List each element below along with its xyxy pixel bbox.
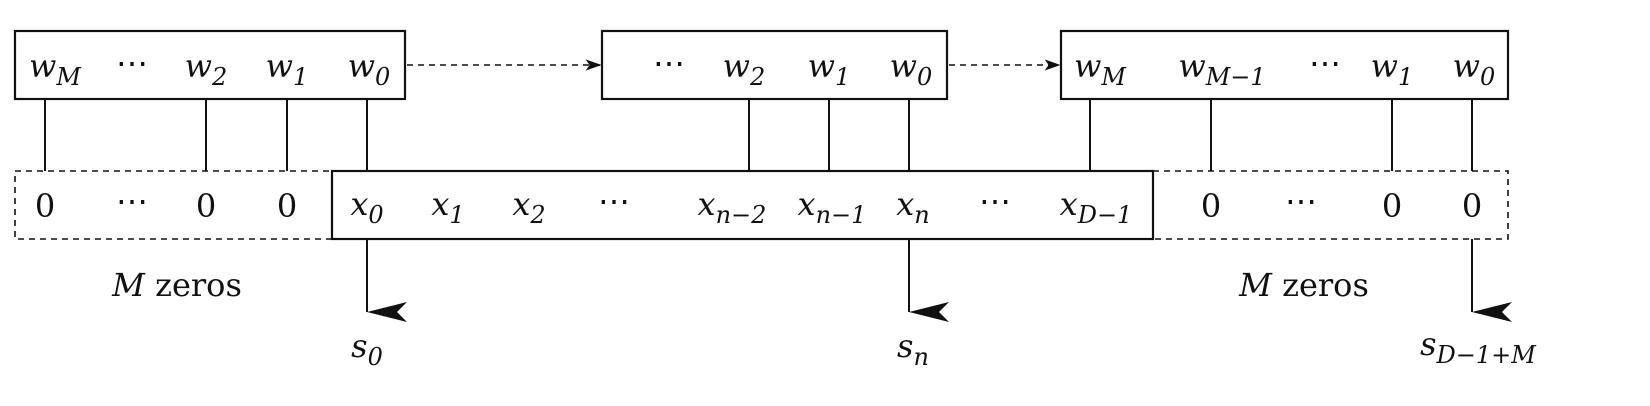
coef-label: w1: [1371, 47, 1414, 91]
zero-label: 0: [1382, 187, 1402, 225]
zero-label: 0: [35, 187, 55, 225]
coef-label: w1: [808, 47, 851, 91]
coef-label: wM: [29, 47, 82, 91]
coef-label: w1: [266, 47, 309, 91]
left-padding-labels: 0 ⋯ 0 0: [35, 182, 297, 225]
filter-box-start: [13, 29, 407, 101]
connectors: [44, 99, 1473, 171]
right-zeros-label: M zeros: [1238, 266, 1369, 304]
ellipsis: ⋯: [979, 182, 1011, 220]
ellipsis: ⋯: [116, 182, 148, 220]
ellipsis: ⋯: [116, 44, 148, 82]
left-padding-box: [14, 170, 333, 240]
ellipsis: ⋯: [1285, 182, 1317, 220]
output-label: sD−1+M: [1420, 325, 1537, 369]
left-zeros-label: M zeros: [111, 266, 242, 304]
filter-middle-labels: ⋯ w2 w1 w0: [653, 44, 932, 91]
filter-start-labels: wM ⋯ w2 w1 w0: [29, 44, 390, 91]
coef-label: w0: [890, 47, 933, 91]
filter-box-end: [1059, 29, 1510, 101]
zero-label: 0: [277, 187, 297, 225]
coef-label: wM: [1074, 47, 1127, 91]
signal-sample: xD−1: [1060, 185, 1133, 229]
signal-sample: xn: [896, 185, 930, 229]
right-padding-box: [1152, 170, 1509, 240]
ellipsis: ⋯: [653, 44, 685, 82]
ellipsis: ⋯: [1309, 44, 1341, 82]
output-label: sn: [897, 327, 929, 371]
right-padding-labels: 0 ⋯ 0 0: [1201, 182, 1482, 225]
zero-label: 0: [1462, 187, 1482, 225]
filter-box-middle: [600, 29, 949, 101]
zero-label: 0: [1201, 187, 1221, 225]
output-label: s0: [351, 327, 383, 371]
coef-label: w0: [348, 47, 391, 91]
coef-label: w2: [185, 47, 228, 91]
coef-label: wM−1: [1178, 47, 1265, 91]
signal-sample: xn−1: [798, 185, 867, 229]
filter-end-labels: wM wM−1 ⋯ w1 w0: [1074, 44, 1495, 91]
signal-sample: x2: [512, 185, 545, 229]
signal-box: [330, 169, 1155, 241]
ellipsis: ⋯: [598, 182, 630, 220]
zero-label: 0: [196, 187, 216, 225]
coef-label: w2: [723, 47, 766, 91]
signal-sample: xn−2: [698, 185, 767, 229]
signal-sample: x0: [350, 185, 383, 229]
signal-labels: x0 x1 x2 ⋯ xn−2 xn−1 xn ⋯ xD−1: [350, 182, 1132, 229]
coef-label: w0: [1453, 47, 1496, 91]
signal-sample: x1: [431, 185, 464, 229]
